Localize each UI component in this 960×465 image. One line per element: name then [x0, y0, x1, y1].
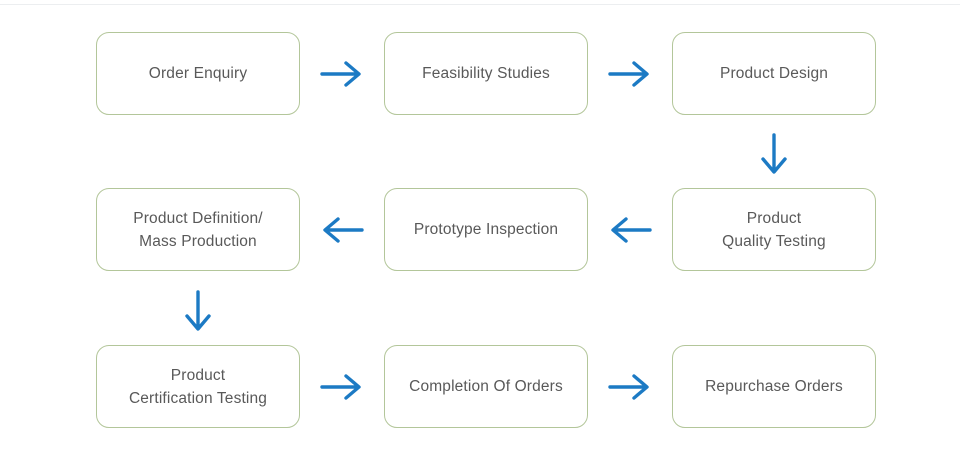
flow-node-product-quality-testing[interactable]: Product Quality Testing	[672, 188, 876, 271]
arrow-right-icon	[606, 370, 654, 404]
flow-node-completion-of-orders[interactable]: Completion Of Orders	[384, 345, 588, 428]
flow-node-label: Product Certification Testing	[128, 366, 268, 407]
flow-node-product-definition-mass-production[interactable]: Product Definition/ Mass Production	[96, 188, 300, 271]
flow-node-label: Product Design	[719, 65, 829, 82]
flow-node-feasibility-studies[interactable]: Feasibility Studies	[384, 32, 588, 115]
arrow-right-icon	[318, 57, 366, 91]
flow-node-label: Product Definition/ Mass Production	[133, 209, 263, 250]
flow-node-order-enquiry[interactable]: Order Enquiry	[96, 32, 300, 115]
flow-node-prototype-inspection[interactable]: Prototype Inspection	[384, 188, 588, 271]
flow-node-repurchase-orders[interactable]: Repurchase Orders	[672, 345, 876, 428]
arrow-down-icon	[181, 288, 215, 336]
flow-node-label: Product Quality Testing	[722, 209, 826, 250]
flow-node-label: Completion Of Orders	[409, 378, 563, 395]
arrow-left-icon	[318, 213, 366, 247]
arrow-down-icon	[757, 131, 791, 179]
flow-node-label: Feasibility Studies	[422, 65, 550, 82]
flow-node-label: Order Enquiry	[148, 65, 248, 82]
flow-node-product-design[interactable]: Product Design	[672, 32, 876, 115]
flow-node-label: Prototype Inspection	[413, 221, 559, 238]
flow-node-product-certification-testing[interactable]: Product Certification Testing	[96, 345, 300, 428]
flow-node-label: Repurchase Orders	[705, 378, 843, 395]
arrow-right-icon	[318, 370, 366, 404]
arrow-right-icon	[606, 57, 654, 91]
arrow-left-icon	[606, 213, 654, 247]
top-divider-rule	[0, 4, 960, 5]
